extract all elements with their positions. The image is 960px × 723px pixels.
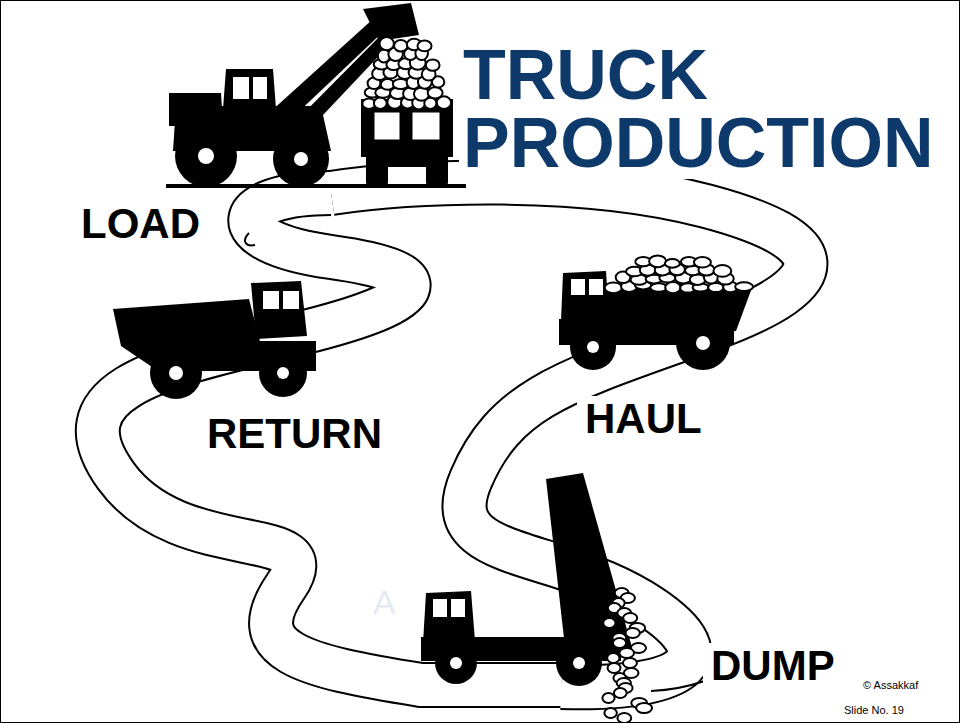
rock xyxy=(602,693,614,703)
wheel-loader xyxy=(233,77,249,99)
haul-road xyxy=(245,233,255,245)
stage-label: RETURN xyxy=(199,411,390,457)
dump-truck xyxy=(573,657,585,669)
copyright-note: © Assakkaf xyxy=(863,679,918,692)
dump-truck xyxy=(433,599,447,617)
wheel-loader xyxy=(253,77,267,99)
haul-truck xyxy=(571,279,585,295)
return-truck xyxy=(283,291,299,309)
return-truck xyxy=(251,281,307,339)
haul-truck xyxy=(587,341,599,353)
wheel-loader xyxy=(169,93,223,126)
wheel-loader xyxy=(273,131,329,187)
wheel-loader xyxy=(175,125,237,187)
rock xyxy=(735,282,753,291)
dump-truck xyxy=(556,640,602,686)
wheel-loader xyxy=(294,152,308,166)
rock xyxy=(605,282,622,293)
rock xyxy=(380,37,394,50)
slide-title: TRUCK PRODUCTION xyxy=(459,39,957,179)
loading-truck xyxy=(426,151,448,186)
rock xyxy=(636,703,652,713)
dump-truck xyxy=(450,657,462,669)
rock xyxy=(613,638,626,648)
rock xyxy=(617,713,631,723)
rock xyxy=(426,59,440,70)
loading-truck xyxy=(386,157,428,167)
rock xyxy=(604,708,616,718)
wheel-loader xyxy=(223,69,276,109)
return-truck xyxy=(259,349,307,397)
return-truck xyxy=(150,347,202,399)
wheel-loader xyxy=(169,3,419,187)
rock xyxy=(619,648,634,658)
haul-road xyxy=(98,183,806,691)
return-truck xyxy=(277,367,289,379)
rock xyxy=(394,40,408,52)
rock xyxy=(417,41,431,52)
return-truck xyxy=(169,366,183,380)
loading-truck xyxy=(361,99,453,186)
rock xyxy=(428,87,443,98)
rock xyxy=(623,658,637,668)
loading-truck xyxy=(366,151,388,186)
rock xyxy=(607,653,619,663)
falling-rocks xyxy=(602,588,652,723)
rock xyxy=(694,257,711,267)
haul-truck xyxy=(589,279,603,295)
wheel-loader xyxy=(363,3,419,41)
stage-label: HAUL xyxy=(577,396,710,442)
haul-truck xyxy=(570,324,616,370)
haul-truck xyxy=(561,271,609,321)
watermark: A xyxy=(373,583,396,621)
rock xyxy=(603,618,615,628)
haul-truck xyxy=(559,271,753,370)
haul-truck xyxy=(696,336,710,350)
haul-truck xyxy=(676,316,730,370)
rock xyxy=(649,255,666,267)
rock xyxy=(614,688,627,698)
rock-load xyxy=(605,255,753,293)
dump-truck xyxy=(435,642,477,684)
wheel-loader xyxy=(198,148,214,164)
rock xyxy=(374,98,387,109)
dump-truck xyxy=(423,591,475,643)
return-truck xyxy=(113,281,316,399)
rock xyxy=(626,628,640,638)
dump-truck xyxy=(421,473,633,686)
stage-label: DUMP xyxy=(703,643,843,689)
rock-pile xyxy=(362,37,451,109)
rock xyxy=(665,282,680,293)
dump-truck xyxy=(451,599,465,617)
return-truck xyxy=(263,291,279,309)
haul-road xyxy=(331,183,805,688)
loading-truck xyxy=(373,111,401,141)
rock xyxy=(713,265,731,277)
slide-number: Slide No. 19 xyxy=(844,704,904,717)
loading-truck xyxy=(411,111,441,141)
dump-truck xyxy=(546,473,633,656)
stage-label: LOAD xyxy=(73,201,208,247)
rock xyxy=(623,613,637,623)
rock xyxy=(665,259,680,268)
rock xyxy=(608,663,621,673)
